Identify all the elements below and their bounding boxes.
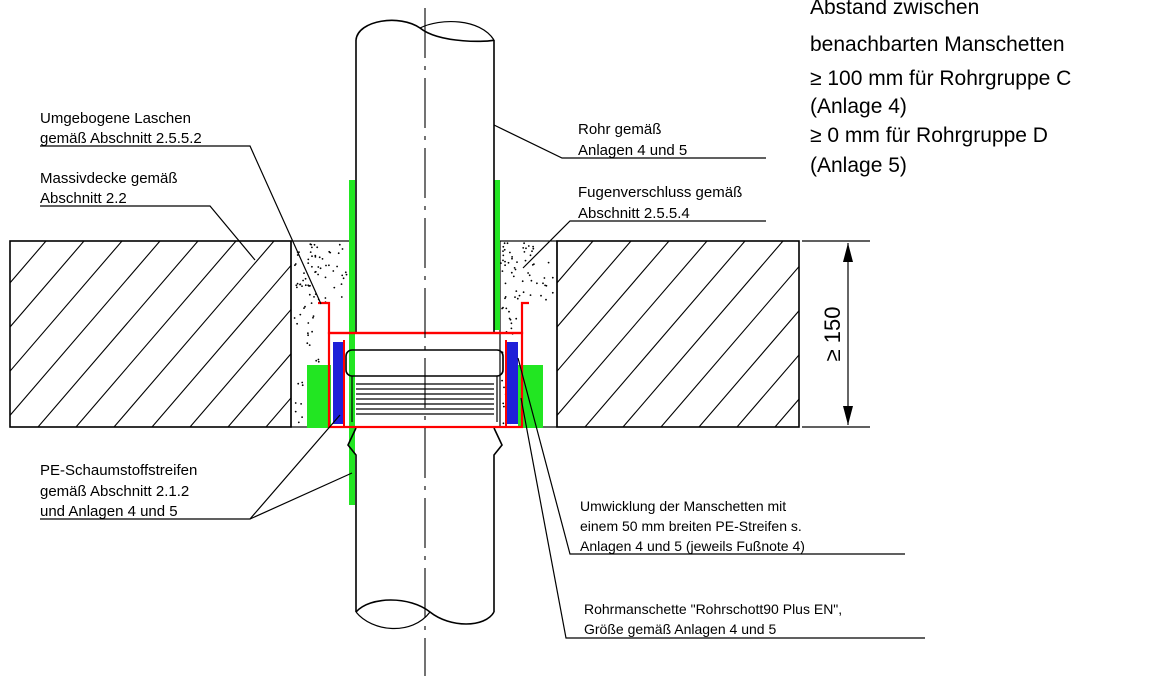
label-umwicklung-line: einem 50 mm breiten PE-Streifen s.	[580, 518, 802, 534]
label-laschen-line: gemäß Abschnitt 2.5.5.2	[40, 130, 202, 147]
label-laschen-line: Umgebogene Laschen	[40, 110, 191, 127]
label-laschen: Umgebogene Laschen gemäß Abschnitt 2.5.5…	[40, 110, 202, 147]
label-spacing-line: (Anlage 5)	[810, 154, 907, 177]
label-fugenverschluss: Fugenverschluss gemäß Abschnitt 2.5.5.4	[578, 184, 746, 222]
label-fugenverschluss-line: Fugenverschluss gemäß	[578, 184, 742, 201]
label-rohr-line: Anlagen 4 und 5	[578, 142, 687, 159]
label-massivdecke-line: Abschnitt 2.2	[40, 190, 127, 207]
slab-left	[9, 240, 292, 428]
label-massivdecke-line: Massivdecke gemäß	[40, 170, 178, 187]
label-massivdecke: Massivdecke gemäß Abschnitt 2.2	[40, 170, 182, 207]
label-spacing-line: Abstand zwischen	[810, 0, 979, 19]
label-rohr: Rohr gemäß Anlagen 4 und 5	[578, 121, 687, 159]
label-pe-strips-line: PE-Schaumstoffstreifen	[40, 462, 197, 479]
label-spacing-line: (Anlage 4)	[810, 95, 907, 118]
slab-right	[556, 240, 800, 428]
label-spacing: Abstand zwischen benachbarten Manschette…	[810, 0, 1077, 177]
label-spacing-line: benachbarten Manschetten	[810, 33, 1065, 56]
label-umwicklung-line: Umwicklung der Manschetten mit	[580, 498, 786, 514]
leader-lines	[40, 124, 925, 639]
label-rohrmanschette: Rohrmanschette "Rohrschott90 Plus EN", G…	[584, 601, 846, 637]
label-pe-strips: PE-Schaumstoffstreifen gemäß Abschnitt 2…	[40, 462, 201, 520]
label-umwicklung-line: Anlagen 4 und 5 (jeweils Fußnote 4)	[580, 538, 805, 554]
label-umwicklung: Umwicklung der Manschetten mit einem 50 …	[580, 498, 806, 554]
label-spacing-line: ≥ 0 mm für Rohrgruppe D	[810, 124, 1048, 147]
label-rohrmanschette-line: Größe gemäß Anlagen 4 und 5	[584, 621, 776, 637]
label-spacing-line: ≥ 100 mm für Rohrgruppe C	[810, 67, 1071, 90]
annotation-labels: Abstand zwischen benachbarten Manschette…	[40, 0, 1077, 637]
label-fugenverschluss-line: Abschnitt 2.5.5.4	[578, 205, 690, 222]
label-pe-strips-line: gemäß Abschnitt 2.1.2	[40, 483, 189, 500]
dimension-thickness: ≥ 150	[802, 240, 870, 428]
label-rohr-line: Rohr gemäß	[578, 121, 661, 138]
label-rohrmanschette-line: Rohrmanschette "Rohrschott90 Plus EN",	[584, 601, 842, 617]
label-pe-strips-line: und Anlagen 4 und 5	[40, 503, 178, 520]
dimension-label: ≥ 150	[820, 307, 845, 362]
concrete-slab	[9, 240, 800, 428]
